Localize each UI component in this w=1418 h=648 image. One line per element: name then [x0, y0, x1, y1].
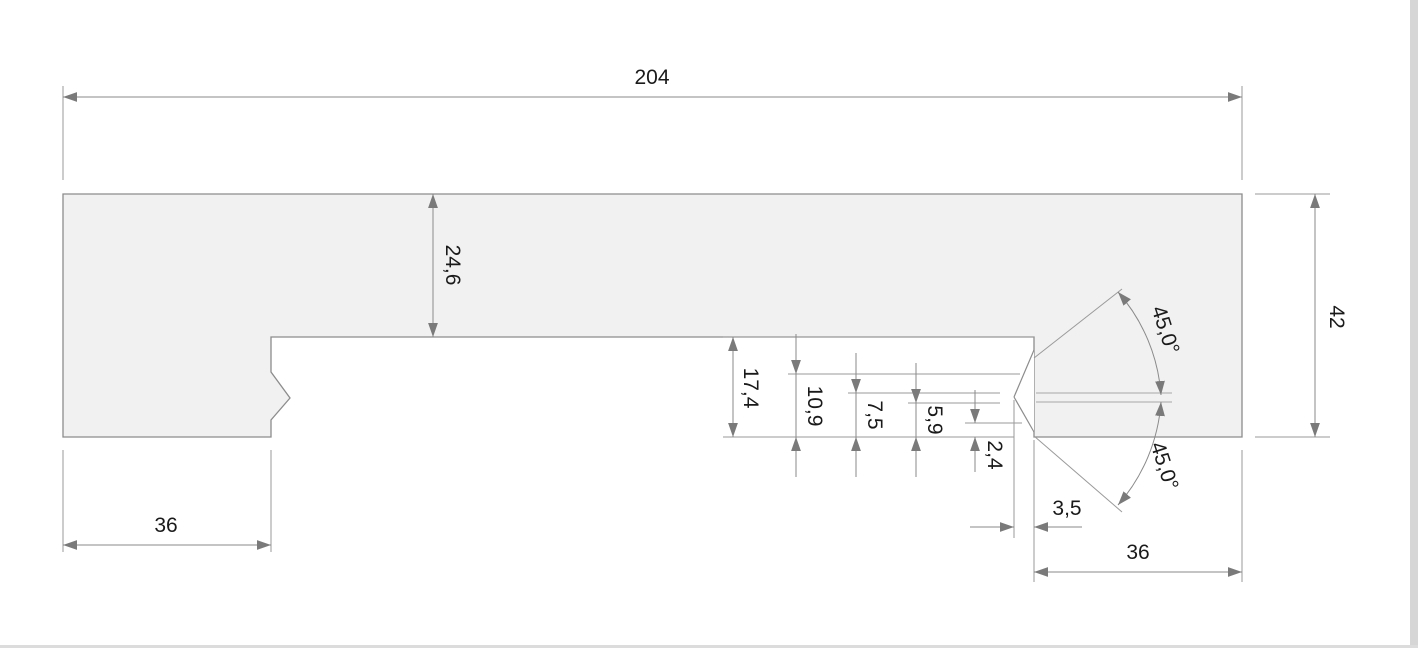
dim-level-4: 2,4: [983, 440, 1006, 470]
dim-left-end-length: 36: [154, 514, 177, 537]
v-notch: [1014, 350, 1034, 432]
dim-top-band-depth: 24,6: [441, 245, 464, 286]
part-outline: [62, 193, 1243, 438]
dim-tip-offset: 3,5: [1052, 497, 1081, 520]
dim-arc-angle-lower: [1117, 401, 1165, 506]
scrollbar[interactable]: [1410, 0, 1418, 648]
dim-notch-depth: 17,4: [739, 368, 762, 409]
dim-level-1: 10,9: [803, 386, 826, 427]
dim-overall-length: 204: [634, 66, 669, 89]
dim-right-end-length: 36: [1126, 541, 1149, 564]
bottom-edge: [0, 645, 1418, 648]
dim-arc-angle-upper: [1117, 291, 1165, 396]
dim-total-height: 42: [1325, 305, 1348, 328]
dim-angle-lower: 45,0°: [1146, 439, 1183, 493]
dim-level-2: 7,5: [863, 400, 886, 429]
dim-level-3: 5,9: [923, 405, 946, 434]
